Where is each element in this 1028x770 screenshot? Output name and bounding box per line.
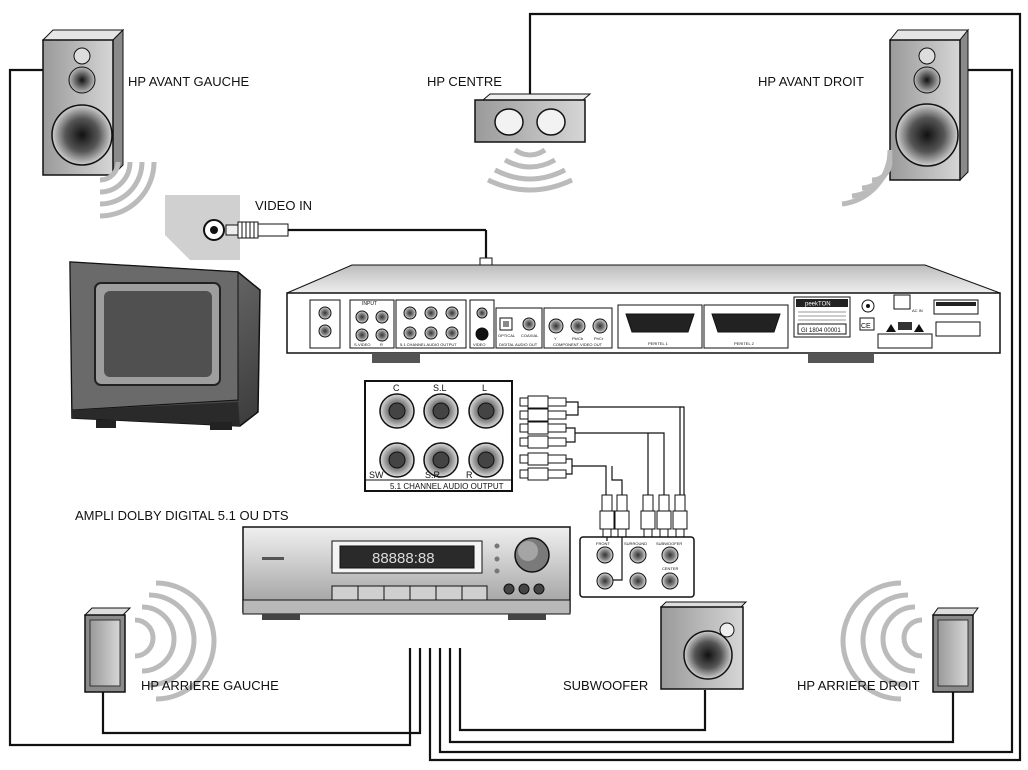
subwoofer (659, 601, 748, 690)
rca-plugs-vertical (599, 494, 688, 538)
centre-speaker (474, 93, 592, 193)
svg-text:COMPONENT VIDEO OUT: COMPONENT VIDEO OUT (553, 342, 603, 347)
video-in-socket (165, 195, 240, 260)
amplifier: 88888:88 (242, 526, 571, 620)
svg-text:PERITEL 1: PERITEL 1 (648, 341, 669, 346)
dvd-player: INPUT S-VIDEO R 5.1 CHANNEL AUDIO OUTPUT… (286, 264, 1001, 363)
svg-text:Y: Y (554, 336, 557, 341)
amplifier-label: AMPLI DOLBY DIGITAL 5.1 OU DTS (75, 508, 289, 523)
dvd-brand: peekTON (805, 302, 831, 308)
svg-text:DIGITAL AUDIO OUT: DIGITAL AUDIO OUT (499, 342, 538, 347)
rear-left-speaker-label: HP ARRIERE GAUCHE (141, 678, 279, 693)
svg-text:OPTICAL: OPTICAL (498, 333, 516, 338)
svg-text:COAXIAL: COAXIAL (521, 333, 539, 338)
svg-text:Pr/Cr: Pr/Cr (594, 336, 604, 341)
front-left-speaker (41, 28, 157, 219)
svg-text:S.R: S.R (425, 470, 441, 480)
audio-output-panel: C S.L L SW S.R R 5.1 CHANNEL AUDIO OUTPU… (364, 380, 513, 492)
amp-input-panel: FRONT SURROUND SUBWOOFER CENTER (579, 536, 695, 598)
svg-text:SUBWOOFER: SUBWOOFER (656, 541, 682, 546)
svg-text:S-VIDEO: S-VIDEO (354, 342, 370, 347)
svg-text:PERITEL 2: PERITEL 2 (734, 341, 755, 346)
speaker-wires (8, 12, 1022, 762)
svg-text:AC IN: AC IN (912, 308, 923, 313)
svg-text:VIDEO: VIDEO (473, 342, 485, 347)
subwoofer-label: SUBWOOFER (563, 678, 648, 693)
amp-display: 88888:88 (372, 550, 435, 567)
svg-text:GI 1804 00001: GI 1804 00001 (801, 328, 841, 334)
svg-text:C: C (393, 383, 400, 393)
svg-text:R: R (380, 342, 383, 347)
svg-text:S.L: S.L (433, 383, 447, 393)
rca-cables (566, 401, 685, 495)
audio-jack-c (379, 393, 415, 429)
front-left-speaker-label: HP AVANT GAUCHE (128, 74, 249, 89)
front-right-speaker-label: HP AVANT DROIT (758, 74, 864, 89)
audio-jack-sr (423, 442, 459, 478)
front-right-speaker (841, 28, 970, 207)
television (69, 261, 261, 430)
rear-left-speaker (83, 580, 217, 702)
audio-jack-sl (423, 393, 459, 429)
rear-right-speaker (840, 580, 979, 702)
svg-text:5.1 CHANNEL AUDIO OUTPUT: 5.1 CHANNEL AUDIO OUTPUT (400, 342, 457, 347)
video-in-label: VIDEO IN (255, 198, 312, 213)
svg-text:INPUT: INPUT (362, 301, 377, 307)
svg-text:CENTER: CENTER (662, 566, 679, 571)
svg-text:SW: SW (369, 470, 384, 480)
audio-jack-sw (379, 442, 415, 478)
svg-text:Pb/Cb: Pb/Cb (572, 336, 584, 341)
svg-text:CE: CE (861, 323, 871, 330)
rear-right-speaker-label: HP ARRIERE DROIT (797, 678, 920, 693)
svg-text:L: L (482, 383, 487, 393)
svg-text:R: R (466, 470, 473, 480)
svg-text:FRONT: FRONT (596, 541, 610, 546)
rca-plugs (519, 395, 567, 481)
centre-speaker-label: HP CENTRE (427, 74, 502, 89)
svg-text:SURROUND: SURROUND (624, 541, 647, 546)
svg-text:5.1 CHANNEL AUDIO OUTPUT: 5.1 CHANNEL AUDIO OUTPUT (390, 482, 504, 491)
audio-jack-l (468, 393, 504, 429)
audio-jack-r (468, 442, 504, 478)
